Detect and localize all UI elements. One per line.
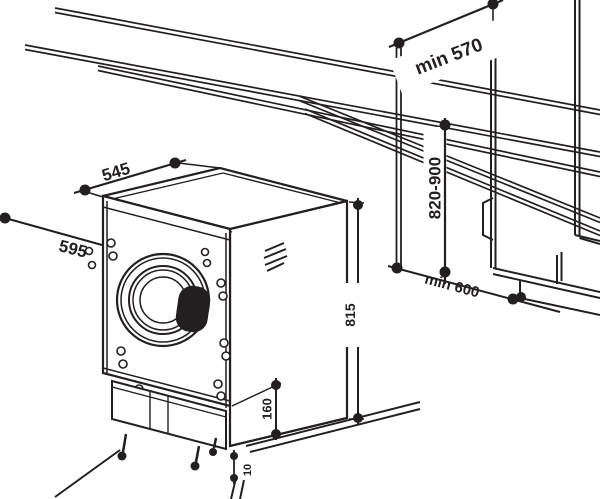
machine-front-detail-lines xyxy=(102,201,231,408)
dim-floor-depth: min 600 xyxy=(387,262,561,313)
wall-jog xyxy=(482,197,494,241)
dim-dot xyxy=(507,293,519,305)
dim-line xyxy=(387,265,561,313)
side-vent-marks xyxy=(263,242,288,272)
washing-machine xyxy=(84,166,349,499)
dim-dot xyxy=(79,184,91,196)
countertop-lines xyxy=(24,7,600,237)
dim-label-box xyxy=(423,127,447,250)
wall-corner-dot xyxy=(516,292,526,302)
dim-plinth-height: 160 xyxy=(231,378,282,440)
dim-line xyxy=(73,158,187,195)
dim-dot xyxy=(393,37,405,49)
dim-label-plinth-height: 160 xyxy=(260,398,275,420)
dim-dot xyxy=(439,119,451,131)
dim-label-box xyxy=(342,283,359,347)
dim-label-machine-height: 815 xyxy=(342,303,358,327)
screw-holes xyxy=(84,238,231,406)
dim-dot xyxy=(271,429,281,439)
dim-dot xyxy=(271,380,281,390)
dim-dot xyxy=(353,413,363,423)
dim-plinth-gap: 10 xyxy=(230,450,254,484)
side-wall-profile xyxy=(482,0,600,316)
dim-label-plinth-gap: 10 xyxy=(242,464,254,476)
dim-line xyxy=(388,0,504,49)
dim-machine-width: 595 xyxy=(0,212,103,262)
machine-front-face xyxy=(101,194,232,408)
dim-dot xyxy=(0,212,11,224)
dim-dot xyxy=(230,474,238,482)
dim-label-machine-depth: 545 xyxy=(100,159,133,185)
dim-dot xyxy=(169,157,181,169)
dim-label-box xyxy=(389,19,509,95)
dim-dot xyxy=(439,266,451,278)
plinth-base xyxy=(111,379,348,451)
door-handle xyxy=(175,285,211,333)
dim-machine-height: 815 xyxy=(342,198,365,425)
door xyxy=(115,252,211,348)
dim-label-niche-height: 820-900 xyxy=(426,157,445,219)
dim-line xyxy=(4,216,103,247)
machine-side-face xyxy=(228,199,349,448)
adjustable-feet xyxy=(117,433,245,499)
dim-dot xyxy=(353,200,363,210)
dim-label-floor-depth: min 600 xyxy=(423,271,481,302)
dim-dot xyxy=(391,262,403,274)
dim-niche-height: 820-900 xyxy=(423,118,451,284)
dim-dot xyxy=(487,0,499,10)
dim-dot xyxy=(230,452,238,460)
dim-niche-depth: min 570 xyxy=(388,0,509,267)
